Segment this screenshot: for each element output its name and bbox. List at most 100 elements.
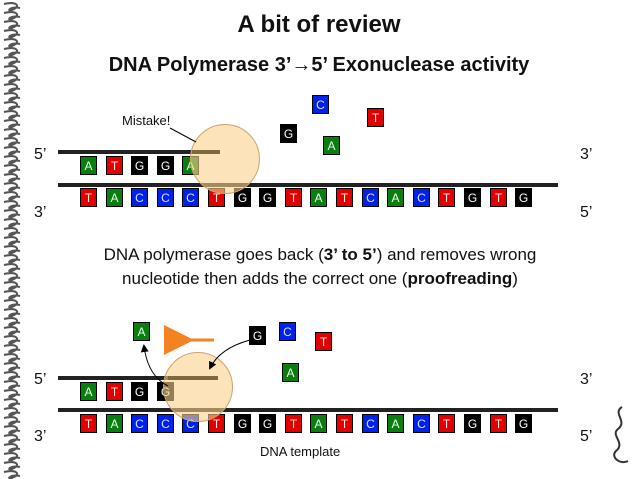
mistake-label: Mistake! xyxy=(122,113,171,128)
polymerase-p1 xyxy=(190,124,260,194)
binding-loop xyxy=(3,407,21,417)
binding-loop xyxy=(3,461,21,471)
binding-loop xyxy=(3,191,21,201)
binding-loop xyxy=(3,74,21,84)
p1-template-nucleotide: G xyxy=(259,188,276,207)
desc-line2-c: ) xyxy=(512,269,518,288)
binding-loop xyxy=(3,137,21,147)
incoming-nucleotide: G xyxy=(249,326,266,345)
decorative-curl-icon xyxy=(613,406,629,463)
binding-loop xyxy=(3,128,21,138)
binding-loop xyxy=(3,146,21,156)
binding-loop xyxy=(3,155,21,165)
binding-loop xyxy=(3,335,21,345)
binding-loop xyxy=(3,281,21,291)
p1-template-nucleotide: T xyxy=(438,188,455,207)
p2-polymerase-strand-segment xyxy=(168,376,218,380)
desc-line1-c: ) and removes wrong xyxy=(376,245,537,264)
binding-loop xyxy=(3,443,21,453)
binding-loop xyxy=(3,101,21,111)
binding-loop xyxy=(3,182,21,192)
p2-template-nucleotide: A xyxy=(310,414,327,433)
p2-new-nucleotide: A xyxy=(80,382,97,401)
p1-template-nucleotide: C xyxy=(362,188,379,207)
p2-template-nucleotide: C xyxy=(157,414,174,433)
p1-bottom-right-label: 5’ xyxy=(580,204,593,221)
binding-loop xyxy=(3,425,21,435)
p2-new-nucleotide: T xyxy=(106,382,123,401)
binding-loop xyxy=(3,452,21,462)
p2-template-nucleotide: C xyxy=(131,414,148,433)
slide-subtitle: DNA Polymerase 3’→5’ Exonuclease activit… xyxy=(108,54,530,76)
p2-template-nucleotide: G xyxy=(515,414,532,433)
binding-loop xyxy=(3,290,21,300)
p1-polymerase-strand-segment xyxy=(192,150,220,154)
p2-template-nucleotide: G xyxy=(234,414,251,433)
binding-loop xyxy=(3,254,21,264)
p1-template-nucleotide: T xyxy=(80,188,97,207)
p2-template-nucleotide: T xyxy=(490,414,507,433)
binding-loop xyxy=(3,2,21,12)
p2-top-right-label: 3’ xyxy=(580,371,593,388)
binding-loop xyxy=(3,470,21,479)
p1-template-nucleotide: C xyxy=(413,188,430,207)
binding-loop xyxy=(3,38,21,48)
binding-loop xyxy=(3,353,21,363)
binding-loop xyxy=(3,209,21,219)
p1-template-nucleotide: G xyxy=(464,188,481,207)
binding-loop xyxy=(3,56,21,66)
description-text: DNA polymerase goes back (3’ to 5’) and … xyxy=(40,243,600,291)
p1-template-nucleotide: T xyxy=(490,188,507,207)
p1-free-nucleotide: A xyxy=(323,136,340,155)
p1-free-nucleotide: G xyxy=(280,124,297,143)
binding-decoration xyxy=(3,2,21,479)
binding-loop xyxy=(3,389,21,399)
p1-template-nucleotide: C xyxy=(157,188,174,207)
desc-line1-a: DNA polymerase goes back ( xyxy=(103,245,324,264)
binding-loop xyxy=(3,299,21,309)
mistake-pointer-line xyxy=(169,127,197,143)
p1-template-nucleotide: A xyxy=(387,188,404,207)
p1-top-right-label: 3’ xyxy=(580,146,593,163)
binding-loop xyxy=(3,173,21,183)
p2-template-nucleotide: T xyxy=(80,414,97,433)
binding-loop xyxy=(3,371,21,381)
binding-loop xyxy=(3,362,21,372)
binding-loop xyxy=(3,47,21,57)
binding-loop xyxy=(3,65,21,75)
desc-line2-bold: proofreading xyxy=(407,269,513,288)
p1-top-left-label: 5’ xyxy=(34,146,47,163)
p1-new-nucleotide: T xyxy=(106,156,123,175)
binding-loop xyxy=(3,416,21,426)
binding-loop xyxy=(3,119,21,129)
binding-loop xyxy=(3,218,21,228)
binding-loop xyxy=(3,110,21,120)
binding-loop xyxy=(3,398,21,408)
p2-free-nucleotide: C xyxy=(279,322,296,341)
binding-loop xyxy=(3,380,21,390)
polymerase-p2 xyxy=(163,352,233,422)
binding-loop xyxy=(3,164,21,174)
binding-loop xyxy=(3,11,21,21)
binding-loop xyxy=(3,200,21,210)
p1-new-strand-backbone xyxy=(58,150,218,154)
binding-loop xyxy=(3,20,21,30)
p1-free-nucleotide: C xyxy=(312,95,329,114)
binding-loop xyxy=(3,344,21,354)
p2-top-left-label: 5’ xyxy=(34,371,47,388)
p2-free-nucleotide: T xyxy=(315,332,332,351)
p1-new-nucleotide: G xyxy=(157,156,174,175)
binding-loop xyxy=(3,308,21,318)
p1-bottom-left-label: 3’ xyxy=(34,204,47,221)
p1-template-nucleotide: G xyxy=(515,188,532,207)
desc-line2-a: nucleotide then adds the correct one ( xyxy=(122,269,408,288)
p1-template-nucleotide: C xyxy=(182,188,199,207)
binding-loop xyxy=(3,29,21,39)
p1-template-nucleotide: T xyxy=(285,188,302,207)
binding-loop xyxy=(3,272,21,282)
p1-new-nucleotide: G xyxy=(131,156,148,175)
dna-template-label: DNA template xyxy=(260,444,341,459)
binding-loop xyxy=(3,236,21,246)
p2-template-nucleotide: G xyxy=(259,414,276,433)
p1-template-strand-backbone xyxy=(58,183,558,187)
